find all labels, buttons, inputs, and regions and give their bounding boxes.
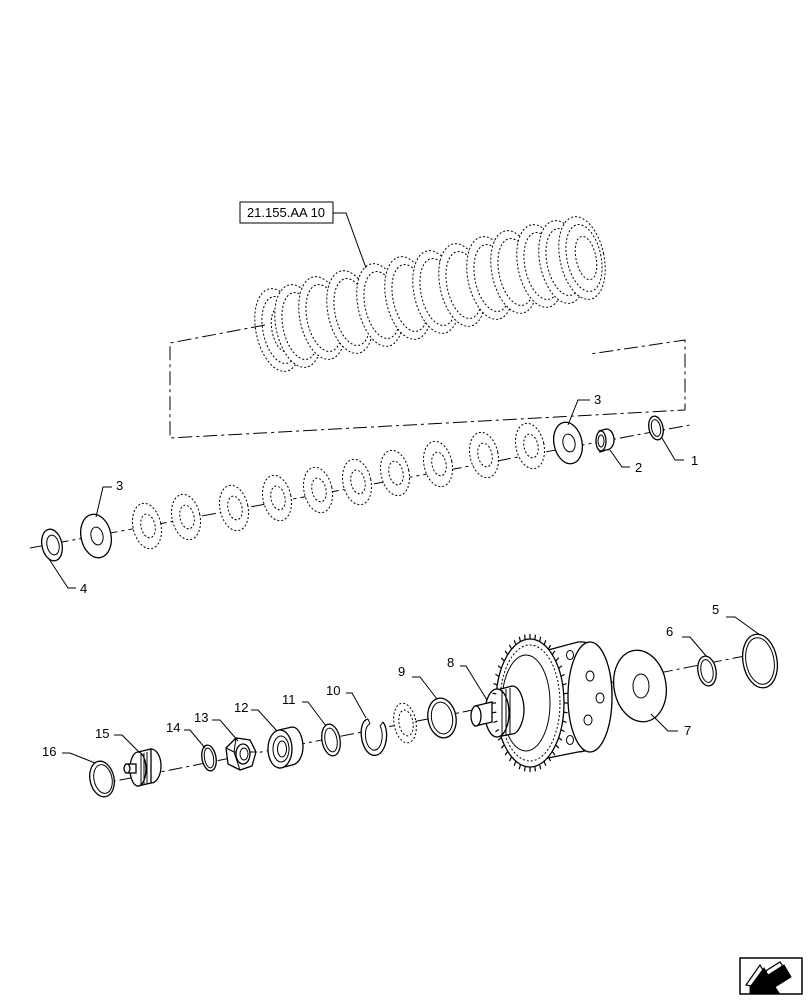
part-14-o-ring[interactable] [200, 744, 218, 772]
lower-clutch-disc [393, 702, 417, 744]
part-4-washer[interactable] [39, 527, 65, 562]
upper-disc-row [39, 415, 666, 562]
part-2-sleeve[interactable] [595, 428, 615, 453]
ring-gear-teeth [492, 634, 568, 772]
clutch-pack-disc [558, 216, 606, 300]
upper-clutch-disc [261, 474, 293, 522]
callout-12[interactable]: 12 [234, 700, 248, 715]
reference-label[interactable]: 21.155.AA 10 [239, 201, 334, 224]
callout-3-left[interactable]: 3 [116, 478, 123, 493]
upper-clutch-disc [514, 422, 546, 470]
upper-clutch-disc [341, 458, 373, 506]
part-1-ring[interactable] [647, 415, 666, 441]
part-8-differential-housing[interactable] [470, 634, 613, 772]
callout-13[interactable]: 13 [194, 710, 208, 725]
callout-1[interactable]: 1 [691, 453, 698, 468]
callout-15[interactable]: 15 [95, 726, 109, 741]
part-3-thrust-plate-left[interactable] [77, 511, 115, 560]
upper-clutch-disc [422, 440, 454, 488]
callout-4[interactable]: 4 [80, 581, 87, 596]
callout-9[interactable]: 9 [398, 664, 405, 679]
upper-clutch-disc [379, 449, 411, 497]
callout-7[interactable]: 7 [684, 723, 691, 738]
callout-6[interactable]: 6 [666, 624, 673, 639]
clutch-pack-assembly [254, 216, 606, 372]
group-bracket [169, 324, 686, 439]
callout-11[interactable]: 11 [282, 692, 296, 707]
part-9-snap-ring[interactable] [425, 696, 460, 740]
callout-5[interactable]: 5 [712, 602, 719, 617]
callout-10[interactable]: 10 [326, 683, 340, 698]
callout-8[interactable]: 8 [447, 655, 454, 670]
upper-clutch-disc [170, 493, 202, 541]
callout-3-right[interactable]: 3 [594, 392, 601, 407]
part-5-large-snap-ring[interactable] [739, 631, 782, 690]
next-page-arrow-icon[interactable] [739, 957, 803, 995]
part-11-ring[interactable] [319, 723, 342, 758]
part-7-thrust-washer[interactable] [608, 646, 672, 726]
lower-parts-row [87, 631, 782, 799]
part-15-threaded-fitting[interactable] [123, 748, 162, 787]
reference-label-text: 21.155.AA 10 [247, 205, 325, 220]
reference-leader-line [333, 212, 367, 269]
upper-clutch-disc [131, 502, 163, 550]
callout-16[interactable]: 16 [42, 744, 56, 759]
upper-clutch-disc [302, 466, 334, 514]
callouts: 1 2 3 3 4 5 6 7 8 9 10 11 12 [42, 392, 761, 764]
part-6-ring[interactable] [696, 655, 719, 688]
callout-2[interactable]: 2 [635, 460, 642, 475]
part-10-split-ring[interactable] [360, 718, 388, 756]
upper-clutch-disc [218, 484, 250, 532]
callout-14[interactable]: 14 [166, 720, 180, 735]
part-3-thrust-plate-right[interactable] [550, 420, 586, 467]
upper-clutch-disc [468, 431, 500, 479]
part-16-snap-ring[interactable] [87, 759, 118, 799]
part-12-bearing[interactable] [267, 726, 304, 769]
part-13-hex-nut[interactable] [225, 737, 257, 771]
